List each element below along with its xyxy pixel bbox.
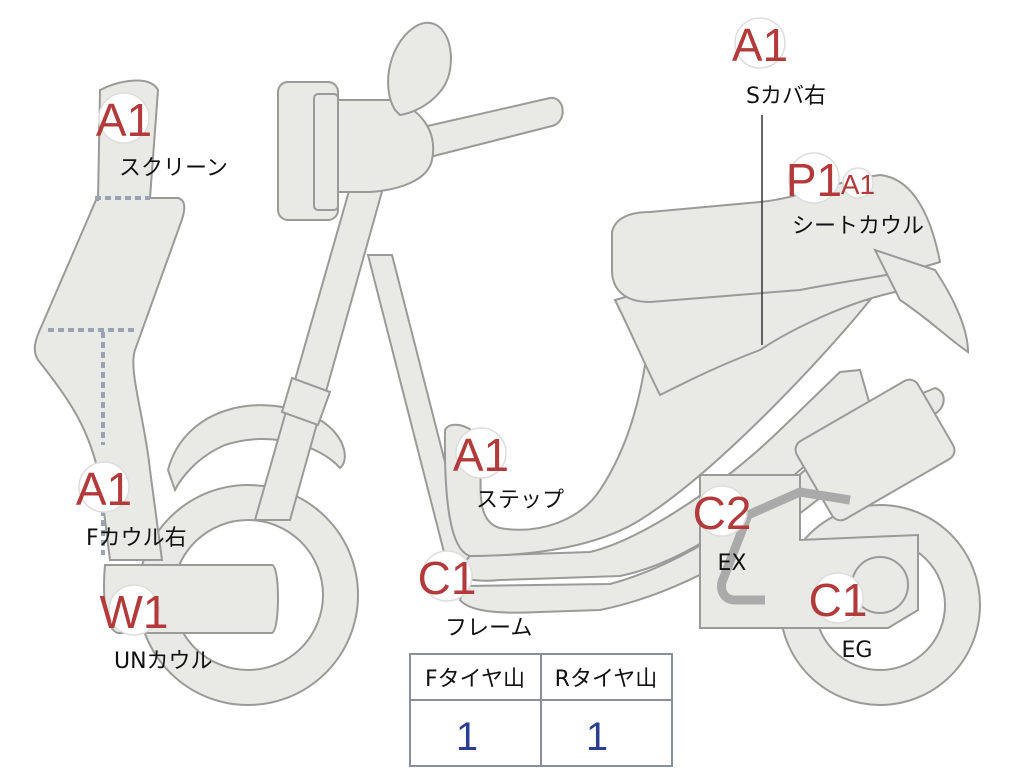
headlight-lens [313, 93, 339, 211]
grade-seatcowl: P1 [786, 154, 842, 206]
annotation-ex: C2 EX [693, 485, 752, 576]
exhaust-pipe [717, 487, 851, 605]
label-uncowl: UNカウル [114, 649, 213, 674]
scooter-illustration [33, 21, 981, 706]
label-screen: スクリーン [119, 156, 228, 181]
grade-ex: C2 [693, 487, 752, 539]
label-frame: フレーム [445, 616, 532, 641]
header-front-tire: Fタイヤ山 [425, 667, 525, 692]
front-fork [253, 169, 390, 521]
annotation-seatcowl: P1 A1 シートカウル [786, 152, 924, 239]
rear-tail [873, 248, 970, 354]
label-fcowl: Fカウル右 [86, 526, 187, 551]
value-front-tire: 1 [456, 715, 478, 759]
annotation-eg: C1 EG [809, 572, 873, 663]
label-seatcowl: シートカウル [792, 214, 924, 239]
annotation-screen: A1 スクリーン [96, 92, 228, 181]
fork-clamp [280, 376, 332, 427]
grade-eg: C1 [809, 574, 868, 626]
value-rear-tire: 1 [586, 715, 608, 759]
grade2-seatcowl: A1 [841, 169, 875, 200]
mirror [387, 21, 452, 117]
front-cowl [33, 79, 186, 561]
seat [611, 173, 942, 304]
grade-frame: C1 [418, 552, 477, 604]
grade-screen: A1 [96, 94, 152, 146]
handlebar [408, 96, 564, 162]
label-eg: EG [842, 638, 873, 663]
annotation-uncowl: W1 UNカウル [100, 584, 213, 674]
air-box [794, 378, 956, 522]
annotation-fcowl: A1 Fカウル右 [76, 461, 187, 551]
annotation-step: A1 ステップ [453, 427, 564, 513]
grade-scover: A1 [732, 19, 788, 71]
annotation-frame: C1 フレーム [418, 550, 532, 641]
label-ex: EX [718, 551, 747, 576]
grade-uncowl: W1 [100, 586, 169, 638]
label-step: ステップ [476, 488, 564, 513]
grade-step: A1 [453, 429, 509, 481]
header-rear-tire: Rタイヤ山 [555, 667, 658, 692]
tire-tread-table: Fタイヤ山 Rタイヤ山 1 1 [409, 653, 673, 767]
grade-fcowl: A1 [76, 463, 132, 515]
annotation-scover: A1 Sカバ右 [732, 17, 826, 109]
label-scover: Sカバ右 [746, 84, 826, 109]
